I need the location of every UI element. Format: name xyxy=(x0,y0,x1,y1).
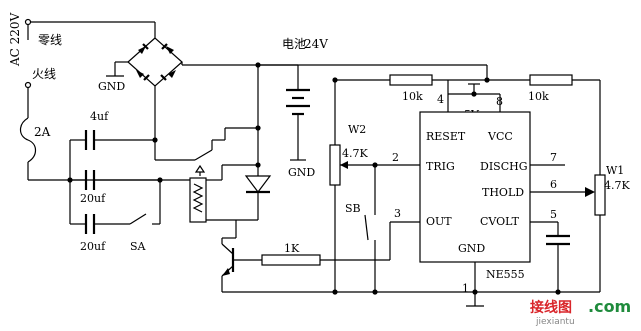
relay-driver: 1K xyxy=(189,65,390,292)
pin-4-label: 4 xyxy=(437,93,444,106)
relay-coil xyxy=(189,177,207,223)
ic-cvolt-label: CVOLT xyxy=(480,215,520,228)
capacitor-bank: 4uf 20uf 20uf SA xyxy=(69,110,213,253)
neutral-label: 零线 xyxy=(38,33,62,47)
pot-w1-name-label: W1 xyxy=(606,164,624,177)
terminal-live xyxy=(24,81,32,89)
pot-w1-network: W1 4.7K xyxy=(222,164,630,293)
resistor-top-right xyxy=(529,74,573,86)
flyback-diode xyxy=(244,175,272,193)
pot-w2-network: W2 4.7K SB 2 3 xyxy=(329,123,420,292)
ic-vcc-label: VCC xyxy=(487,130,513,143)
cap-c3-label: 20uf xyxy=(80,240,106,253)
pin-1-label: 1 xyxy=(462,282,469,295)
fuse xyxy=(19,117,37,163)
pin-2-label: 2 xyxy=(392,151,399,164)
resistor-base xyxy=(261,254,321,266)
watermark-brand: 接线图 xyxy=(530,299,572,316)
live-label: 火线 xyxy=(32,67,56,81)
battery-label: 电池 xyxy=(282,37,306,51)
ic-reset-label: RESET xyxy=(426,130,466,143)
cap-c2-label: 20uf xyxy=(80,192,106,205)
pot-w1-value-label: 4.7K xyxy=(604,179,630,192)
fuse-rating-label: 2A xyxy=(34,125,51,139)
watermark-site: jiexiantu xyxy=(535,317,575,327)
ic-trig-label: TRIG xyxy=(426,160,455,173)
resistor-top-right-label: 10k xyxy=(528,90,549,103)
ic-thold-label: THOLD xyxy=(482,186,524,199)
junctions xyxy=(67,62,561,295)
ic-part-label: NE555 xyxy=(486,268,525,281)
watermark-logo: 接线图 .com jiexiantu xyxy=(530,297,631,327)
pin-5-label: 5 xyxy=(550,208,557,221)
switch-sa-label: SA xyxy=(130,240,147,253)
pin-8-label: 8 xyxy=(496,95,503,108)
battery: 电池 24V GND xyxy=(258,37,328,179)
mains-input: AC 220V 零线 火线 2A xyxy=(8,12,190,181)
ne555-ic: RESET VCC TRIG DISCHG THOLD OUT CVOLT GN… xyxy=(419,111,595,307)
switch-sb-label: SB xyxy=(345,202,361,215)
cap-c1-label: 4uf xyxy=(90,110,109,123)
ic-dischg-label: DISCHG xyxy=(480,160,528,173)
battery-voltage-label: 24V xyxy=(304,37,328,51)
resistor-top-left xyxy=(389,74,433,86)
pot-w2-value-label: 4.7K xyxy=(342,147,368,160)
ic-gnd-label: GND xyxy=(458,242,485,255)
terminal-neutral xyxy=(24,18,32,26)
watermark-domain: .com xyxy=(588,297,631,316)
pin-6-label: 6 xyxy=(550,178,557,191)
resistor-base-label: 1K xyxy=(284,242,300,255)
battery-gnd-label: GND xyxy=(288,166,315,179)
ic-out-label: OUT xyxy=(426,215,452,228)
pin-3-label: 3 xyxy=(394,207,401,220)
bridge-rectifier: GND xyxy=(98,21,258,140)
pot-w2 xyxy=(329,144,341,186)
mains-voltage-label: AC 220V xyxy=(8,12,22,67)
bridge-gnd-label: GND xyxy=(98,80,125,93)
resistor-top-left-label: 10k xyxy=(402,90,423,103)
pot-w2-name-label: W2 xyxy=(348,123,366,136)
pin-7-label: 7 xyxy=(550,151,557,164)
